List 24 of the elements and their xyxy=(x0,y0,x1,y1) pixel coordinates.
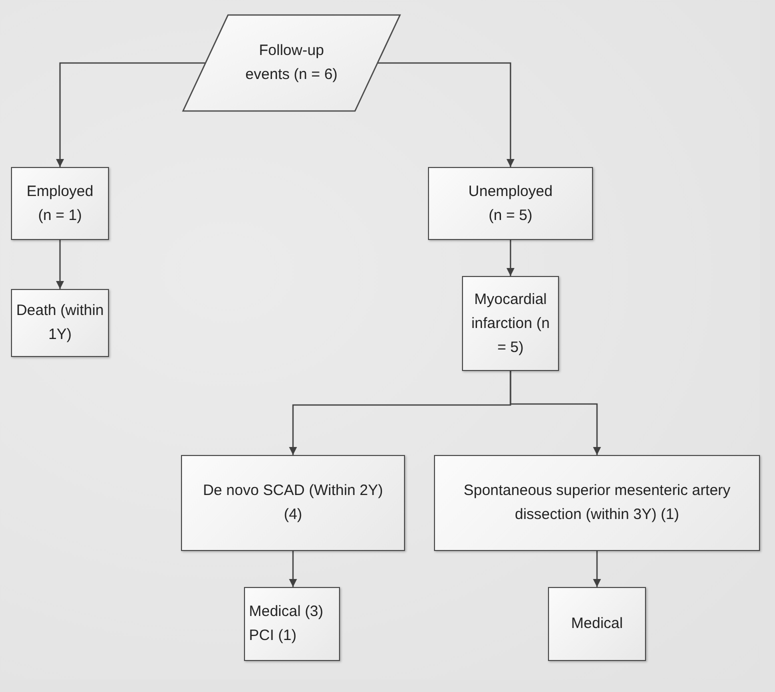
node-text: Myocardial infarction (n = 5) xyxy=(470,290,551,358)
arrow xyxy=(506,240,514,276)
arrow xyxy=(56,62,205,167)
process-box xyxy=(11,167,109,240)
node-text: Employed (n = 1) xyxy=(26,182,94,226)
process-box xyxy=(244,587,340,661)
arrow xyxy=(56,240,64,289)
process-box xyxy=(434,455,760,551)
node-text: De novo SCAD (Within 2Y) (4) xyxy=(202,481,384,525)
process-box xyxy=(462,276,559,371)
node-text: Spontaneous superior mesenteric artery dissection (within 3Y) (1) xyxy=(462,481,732,525)
node-text: Death (within 1Y) xyxy=(15,301,105,345)
arrow xyxy=(510,371,601,455)
node-text: Medical (3) PCI (1) xyxy=(249,602,324,646)
node-text: Medical xyxy=(571,614,623,634)
arrow xyxy=(593,551,601,587)
process-box xyxy=(428,167,593,240)
arrow xyxy=(289,551,297,587)
arrow xyxy=(378,62,514,167)
node-text: Follow-up events (n = 6) xyxy=(244,41,339,85)
process-box xyxy=(181,455,405,551)
process-box xyxy=(548,587,646,661)
node-text: Unemployed (n = 5) xyxy=(467,182,554,226)
process-box xyxy=(11,289,109,357)
